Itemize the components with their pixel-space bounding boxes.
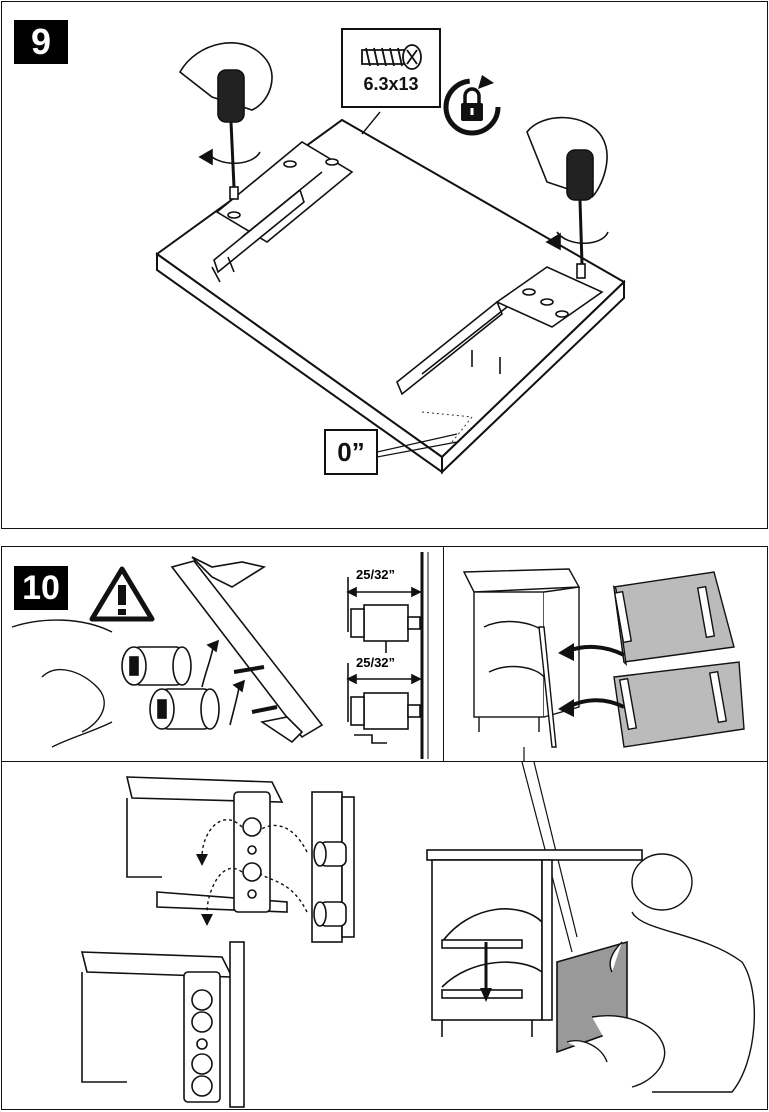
screw-spec-label: 6.3x13: [363, 74, 418, 95]
step-10-hinge-panel: 10: [1, 546, 444, 762]
offset-label-box: 0”: [324, 429, 378, 475]
dimension-bottom-label: 25/32”: [356, 655, 395, 670]
door-panel-top: [614, 572, 734, 664]
cabinet-door-mount-illustration: [444, 547, 769, 763]
step-9-panel: 9: [1, 1, 768, 529]
screw-spec-box: 6.3x13: [341, 28, 441, 108]
screw-icon: [356, 42, 426, 72]
cam-fitting-top: [122, 647, 191, 685]
step-10-install-panel: [1, 761, 768, 1110]
hand-sketch: [12, 620, 112, 747]
warning-triangle-icon: [92, 569, 152, 619]
dimension-top-label: 25/32”: [356, 567, 395, 582]
corner-cabinet: [464, 569, 579, 747]
door-panel-bottom: [614, 662, 744, 747]
step-10-mount-panel: [443, 546, 768, 762]
bracket-closeup-bottom: [82, 942, 244, 1107]
bracket-closeup-top: [127, 777, 354, 942]
offset-label-text: 0”: [337, 437, 364, 468]
cam-fitting-bottom: [150, 689, 219, 729]
lock-rotate-icon: [446, 75, 498, 133]
screwdriver-icon: [180, 43, 272, 199]
door-install-illustration: [2, 762, 769, 1111]
